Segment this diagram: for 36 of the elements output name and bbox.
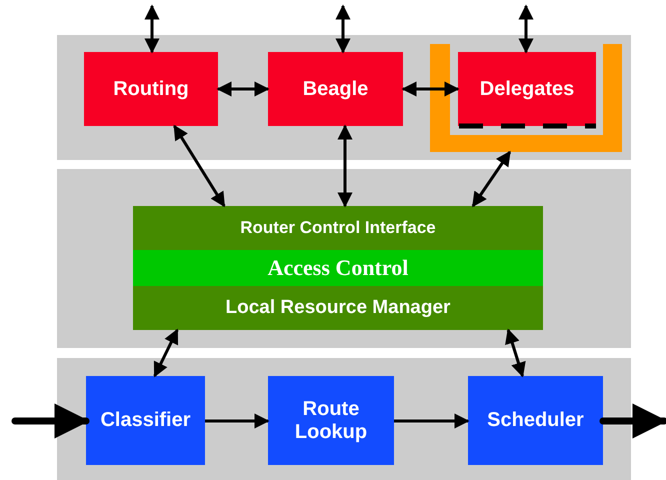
layer-box [133,206,543,250]
node-label: Router Control Interface [240,218,436,238]
arrow [12,404,90,438]
arrow [153,328,179,378]
layer-panel [57,169,631,348]
arrow [472,150,512,208]
arrow [205,414,270,428]
layer-box [133,286,543,330]
node-label: Scheduler [487,409,584,432]
arrow [518,4,534,54]
node-label: Routing [113,78,189,100]
arrow [505,328,526,378]
arrow [144,4,160,54]
arrow [402,82,460,96]
node-label: Access Control [268,255,408,281]
node-label: Beagle [302,78,368,100]
process-box [468,376,603,465]
layer-panel [57,358,631,480]
arrow [336,4,350,54]
arrow [600,404,666,438]
arrow [173,124,226,208]
module-box [458,52,596,126]
module-box [268,52,403,126]
node-label: Classifier [100,409,191,432]
node-label: Local Resource Manager [226,297,450,319]
arrow [216,82,270,96]
layer-box [133,250,543,286]
bracket-container [430,44,622,152]
process-box [268,376,394,465]
arrow [394,414,470,428]
process-box [86,376,205,465]
node-label: Delegates [480,78,574,100]
node-label: Route Lookup [294,398,368,444]
arrow [338,124,352,208]
layer-panel [57,35,631,160]
module-box [84,52,218,126]
